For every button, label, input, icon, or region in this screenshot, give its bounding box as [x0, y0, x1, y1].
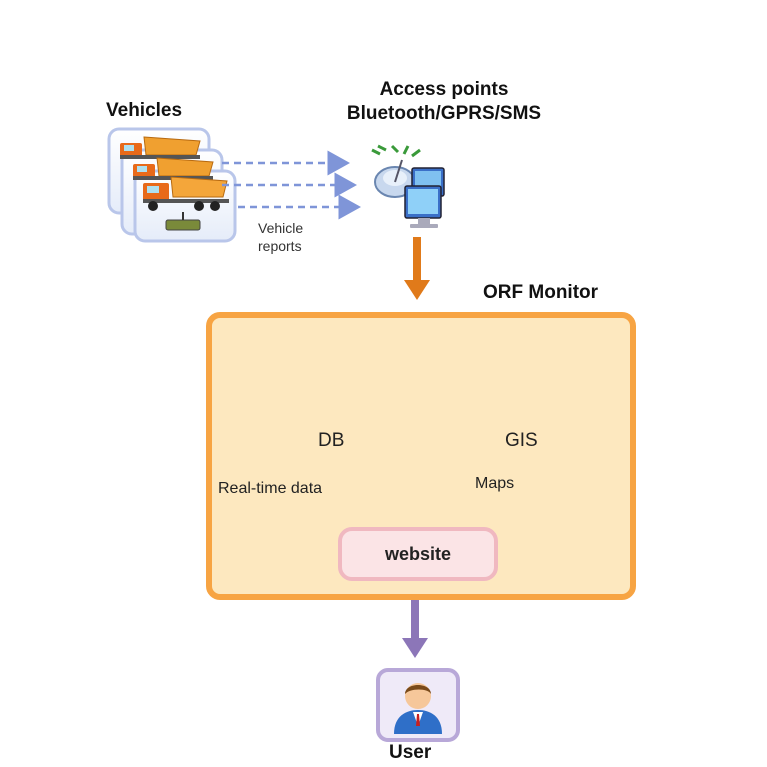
- website-label: website: [384, 543, 452, 564]
- orf-monitor-box: [206, 312, 636, 600]
- truck-icon: [120, 136, 201, 159]
- user-title: User: [389, 742, 432, 763]
- vehicles-title: Vehicles: [106, 100, 183, 121]
- truck-icon: [143, 176, 229, 211]
- orf-monitor-title: ORF Monitor: [483, 282, 599, 303]
- realtime-data-label: Real-time data: [218, 480, 323, 497]
- gps-tracker-device: [165, 212, 201, 231]
- computer-icon: [404, 167, 445, 228]
- person-icon: [394, 683, 442, 734]
- access-points-line2: Bluetooth/GPRS/SMS: [346, 103, 542, 124]
- access-points-title: Access points Bluetooth/GPRS/SMS: [318, 78, 570, 126]
- db-label: DB: [318, 430, 345, 451]
- vehicle-reports-label: Vehicle reports: [258, 220, 304, 254]
- uplink-arrow: [404, 237, 430, 300]
- gis-label: GIS: [505, 430, 538, 451]
- user-arrow: [402, 597, 428, 658]
- user-box: [376, 668, 460, 742]
- access-points-line1: Access points: [379, 79, 509, 100]
- maps-label: Maps: [475, 475, 515, 492]
- website-box: website: [338, 527, 498, 581]
